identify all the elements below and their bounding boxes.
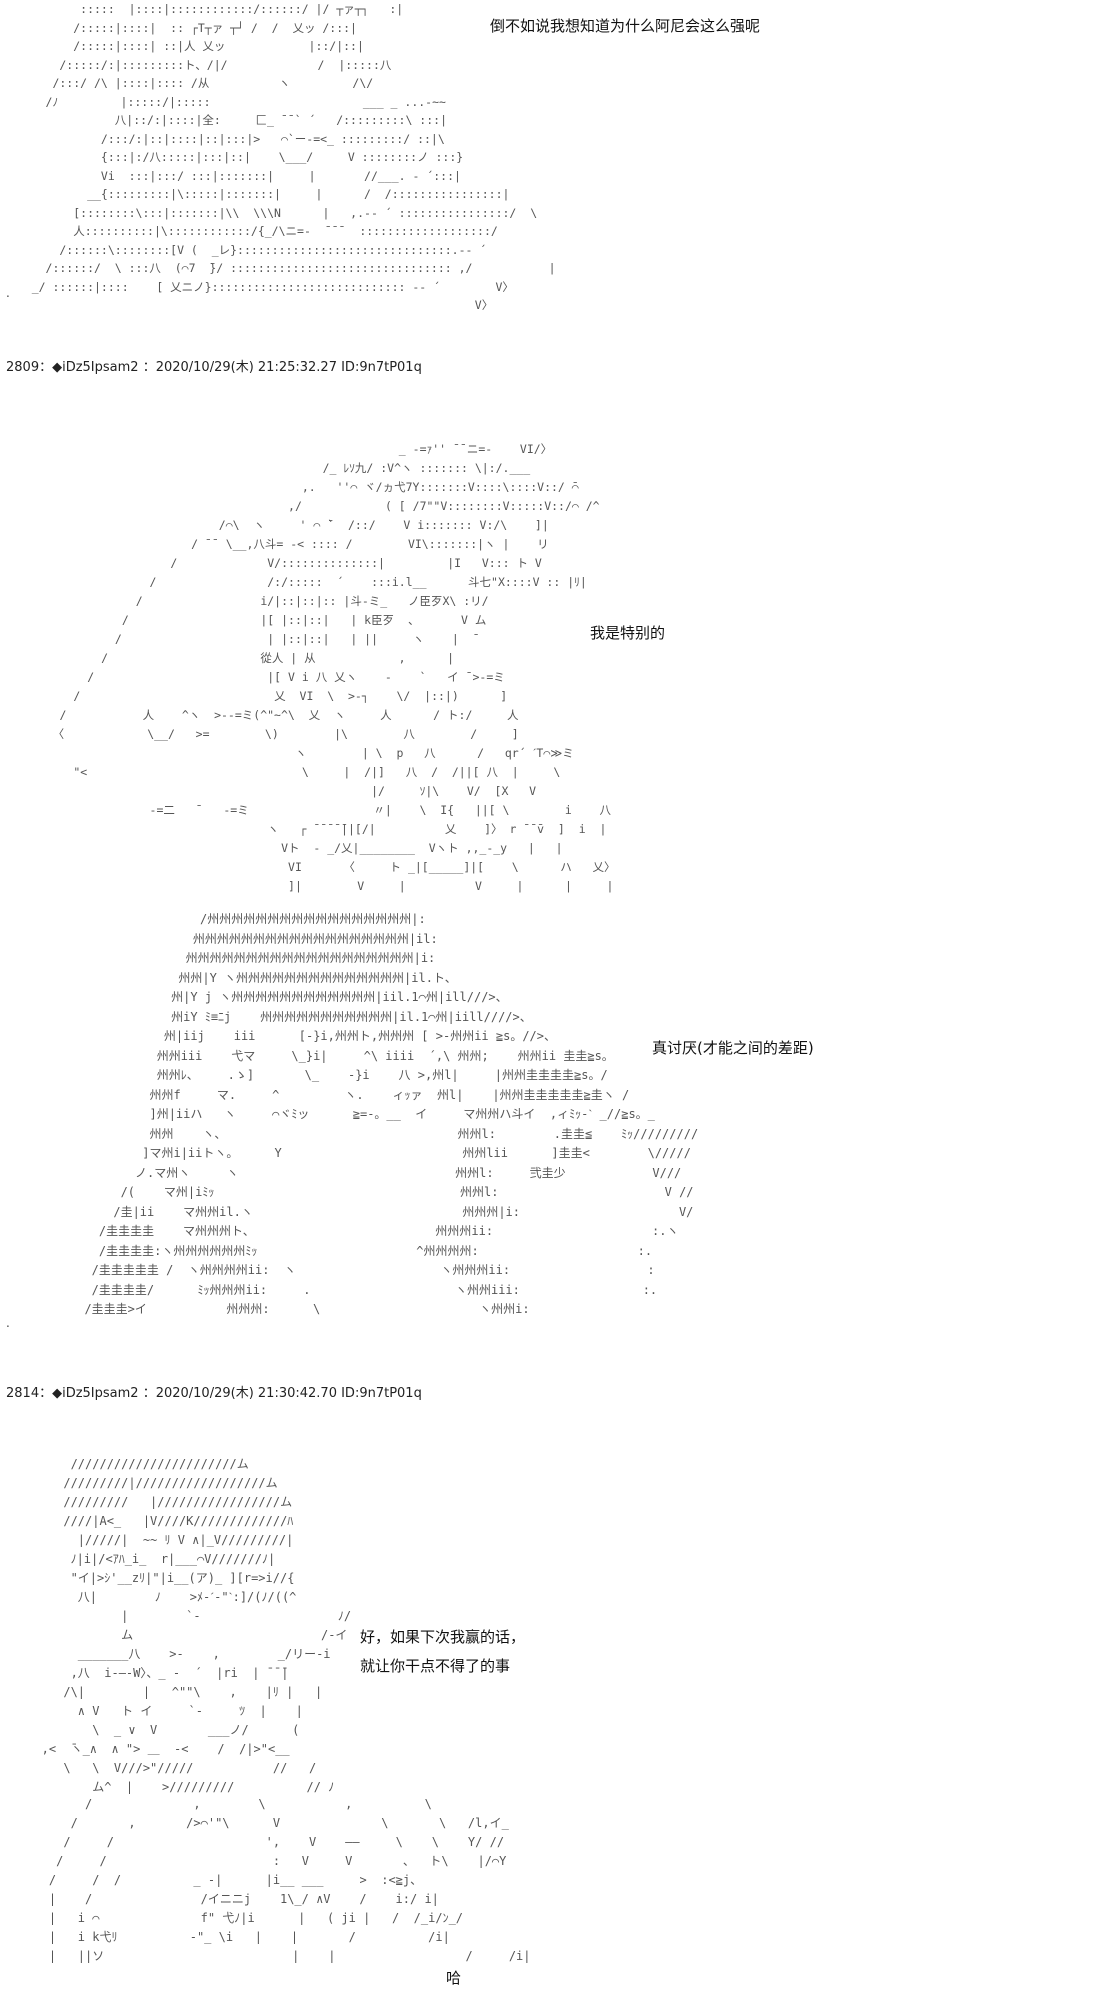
post-number: 2814	[6, 1386, 40, 1401]
post-number: 2809	[6, 360, 40, 375]
dialogue-line-1: 倒不如说我想知道为什么阿尼会这么强呢	[490, 17, 761, 35]
dialogue-line-4b: 就让你干点不得了的事	[360, 1657, 511, 1675]
ascii-art-block-4: ///////////////////////ム /////////|/////…	[41, 1457, 352, 1794]
ascii-art-block-5: / , \ , \ / , />⌒'"\ V \ \ /l,イ_ / / ', …	[48, 1797, 531, 1963]
dialogue-line-4a: 好，如果下次我赢的话，	[360, 1628, 526, 1646]
post-header-2809: 2809：◆iDz5Ipsam2 ：2020/10/29(木) 21:25:32…	[6, 356, 422, 375]
ascii-art-block-3: /州州州州州州州州州州州州州州州州州|: 州州州州州州州州州州州州州州州州州州|…	[84, 912, 699, 1316]
post-header-2814: 2814：◆iDz5Ipsam2 ：2020/10/29(木) 21:30:42…	[6, 1382, 422, 1401]
dialogue-line-3: 真讨厌(才能之间的差距)	[652, 1039, 814, 1057]
dialogue-line-5: 哈	[446, 1969, 462, 1987]
dialogue-line-2: 我是特别的	[590, 624, 666, 642]
ascii-art-block-2: _ -=ｧ'' ̄ ̄ ニ=- VI/〉 /_ ﾚｿ九/ :V^ヽ ::::::…	[52, 442, 616, 893]
separator-dot: .	[6, 1316, 10, 1330]
separator-dot: .	[6, 286, 10, 300]
post-meta: ：◆iDz5Ipsam2 ：2020/10/29(木) 21:30:42.70 …	[39, 1386, 422, 1401]
ascii-art-block-1: ::::: |::::|::::::::::::/::::::/ |/ ┬ァ┬┐…	[31, 2, 556, 312]
post-meta: ：◆iDz5Ipsam2 ：2020/10/29(木) 21:25:32.27 …	[39, 360, 422, 375]
